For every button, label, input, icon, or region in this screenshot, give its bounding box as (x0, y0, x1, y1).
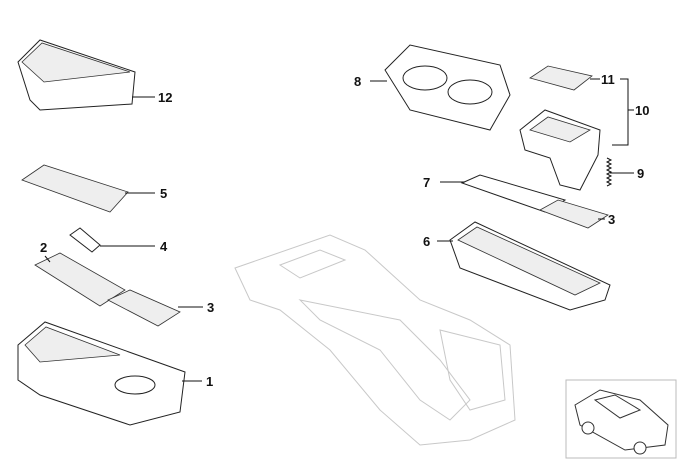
part-3-right-drawing (539, 199, 609, 229)
part-4-drawing (69, 227, 155, 253)
part-5-drawing (21, 164, 155, 213)
console-ghost-outline (234, 234, 516, 446)
part-2-drawing (34, 252, 126, 307)
callout-7: 7 (423, 175, 431, 190)
callout-2: 2 (40, 240, 48, 255)
vehicle-thumbnail (565, 379, 677, 459)
callout-12: 12 (158, 90, 173, 105)
callout-11: 11 (601, 72, 615, 87)
part-12-drawing (17, 39, 155, 111)
callout-9: 9 (637, 166, 645, 181)
part-1-drawing (17, 321, 202, 426)
callout-4: 4 (160, 239, 168, 254)
part-10-drawing (519, 78, 634, 191)
callout-3-right: 3 (608, 212, 616, 227)
part-3-left-drawing (107, 289, 203, 327)
part-8-drawing (370, 44, 511, 131)
callout-3-left: 3 (207, 300, 215, 315)
part-11-drawing (529, 65, 600, 91)
callout-6: 6 (423, 234, 431, 249)
callout-10: 10 (635, 103, 650, 118)
callout-5: 5 (160, 186, 168, 201)
part-9-drawing (605, 157, 634, 187)
callout-8: 8 (354, 74, 362, 89)
part-7-drawing (440, 174, 567, 213)
part-6-drawing (437, 221, 611, 311)
callout-1: 1 (206, 374, 214, 389)
